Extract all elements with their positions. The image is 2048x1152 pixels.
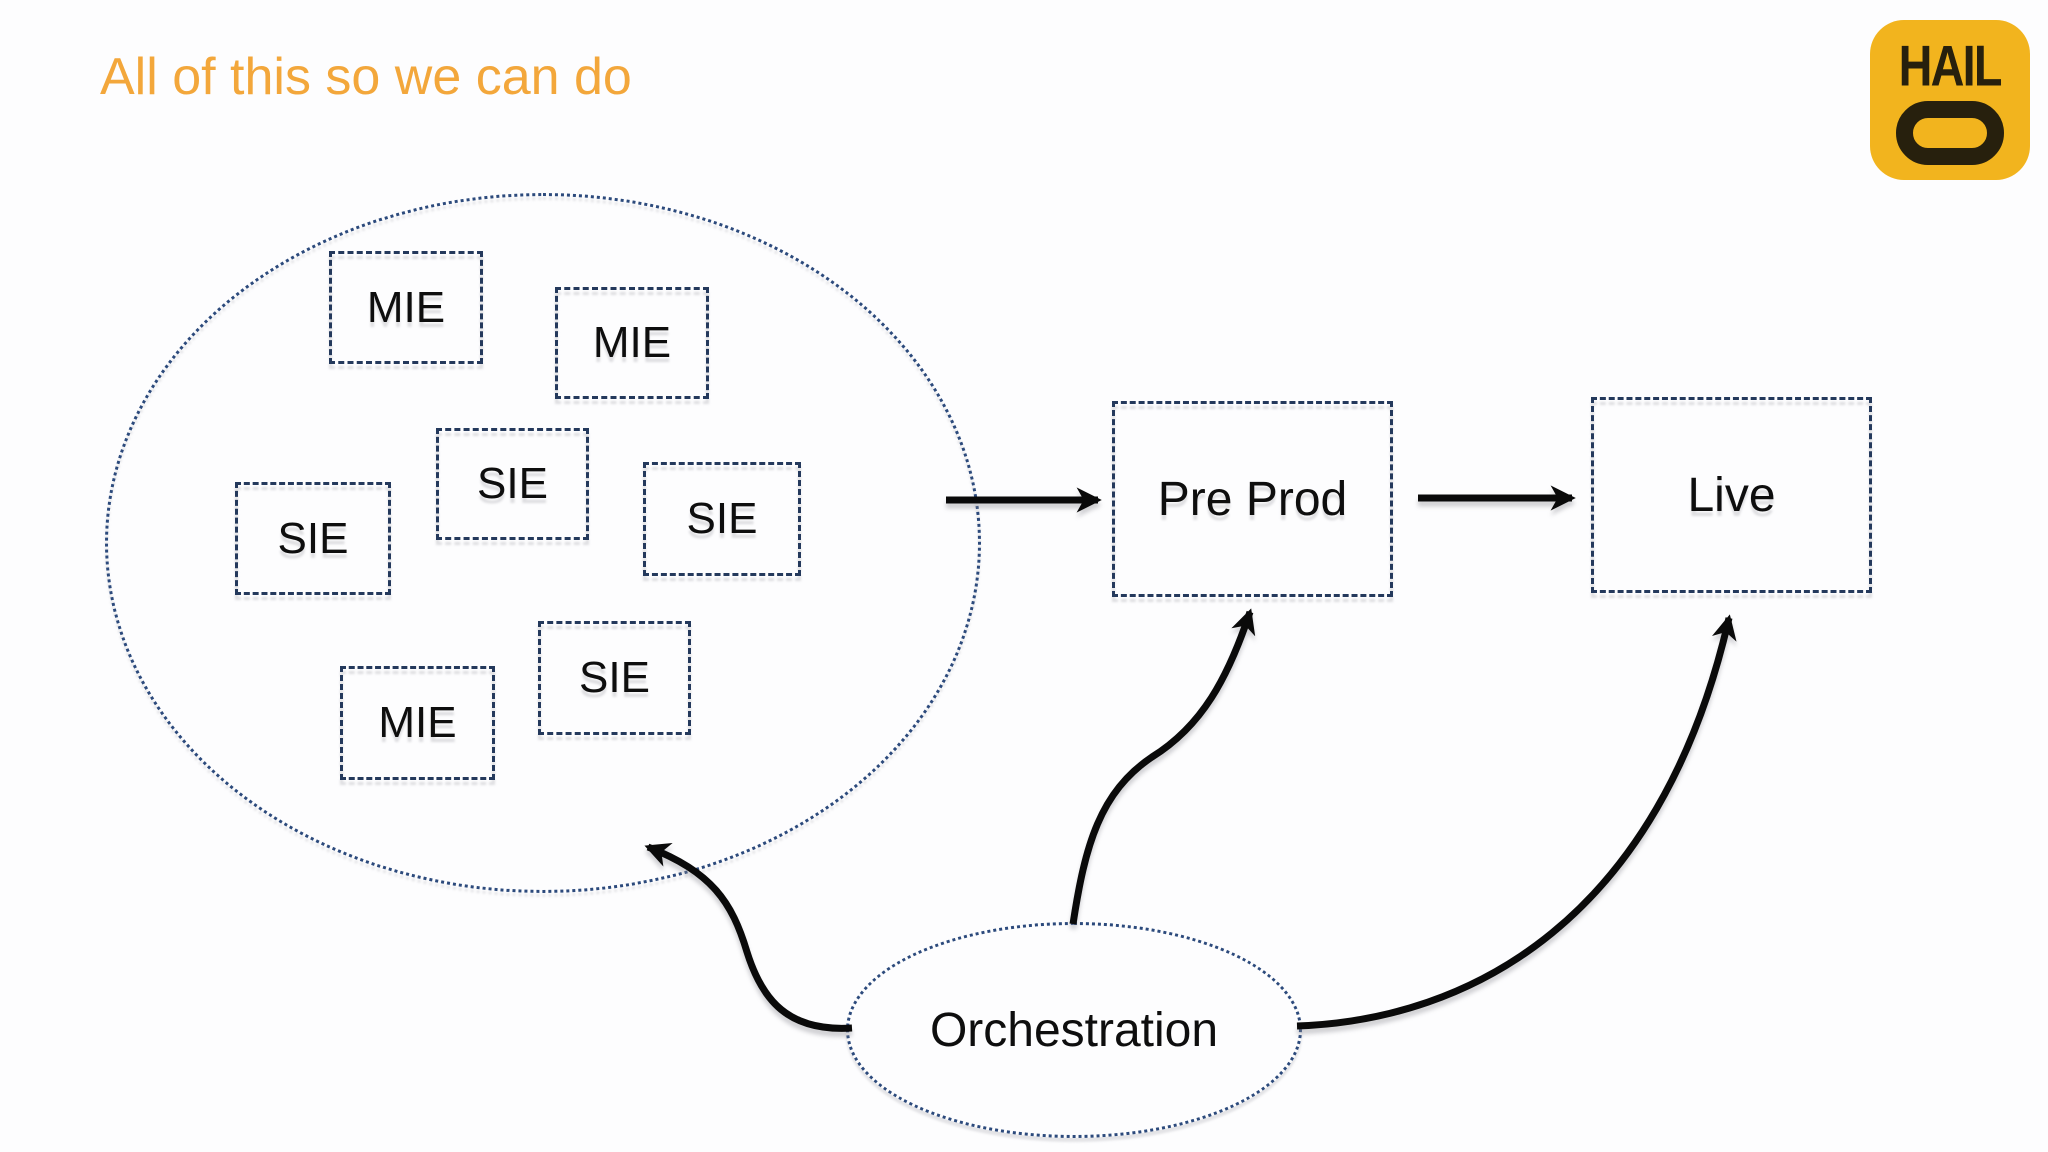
env-node-label: MIE xyxy=(366,282,446,332)
env-node-sie-3: SIE xyxy=(643,462,801,576)
hailo-logo-wordmark: HAIL xyxy=(1898,35,2003,99)
orchestration-label: Orchestration xyxy=(929,1003,1219,1057)
slide-title: All of this so we can do xyxy=(100,48,632,106)
env-node-label: SIE xyxy=(579,653,650,702)
env-node-label: SIE xyxy=(477,459,548,508)
edge-orchestration-to-preprod xyxy=(1069,608,1256,925)
env-node-mie-3: MIE xyxy=(340,666,495,780)
edge-orchestration-to-live xyxy=(1296,614,1737,1030)
hailo-logo-o-glyph xyxy=(1896,101,2004,165)
environment-pool-ellipse xyxy=(105,193,981,893)
env-node-label: MIE xyxy=(378,698,457,747)
live-label: Live xyxy=(1687,468,1776,522)
orchestration-ellipse: Orchestration xyxy=(846,922,1302,1138)
env-node-sie-1: SIE xyxy=(436,428,589,540)
live-node: Live xyxy=(1591,397,1872,593)
env-node-sie-2: SIE xyxy=(235,482,391,595)
env-node-mie-1: MIE xyxy=(329,251,483,364)
env-node-mie-2: MIE xyxy=(555,287,709,399)
pre-prod-label: Pre Prod xyxy=(1157,472,1348,526)
hailo-logo-icon: HAIL xyxy=(1870,20,2030,180)
env-node-sie-4: SIE xyxy=(538,621,691,735)
env-node-label: SIE xyxy=(277,513,349,563)
env-node-label: SIE xyxy=(686,494,758,543)
env-node-label: MIE xyxy=(592,318,672,367)
pre-prod-node: Pre Prod xyxy=(1112,401,1393,597)
